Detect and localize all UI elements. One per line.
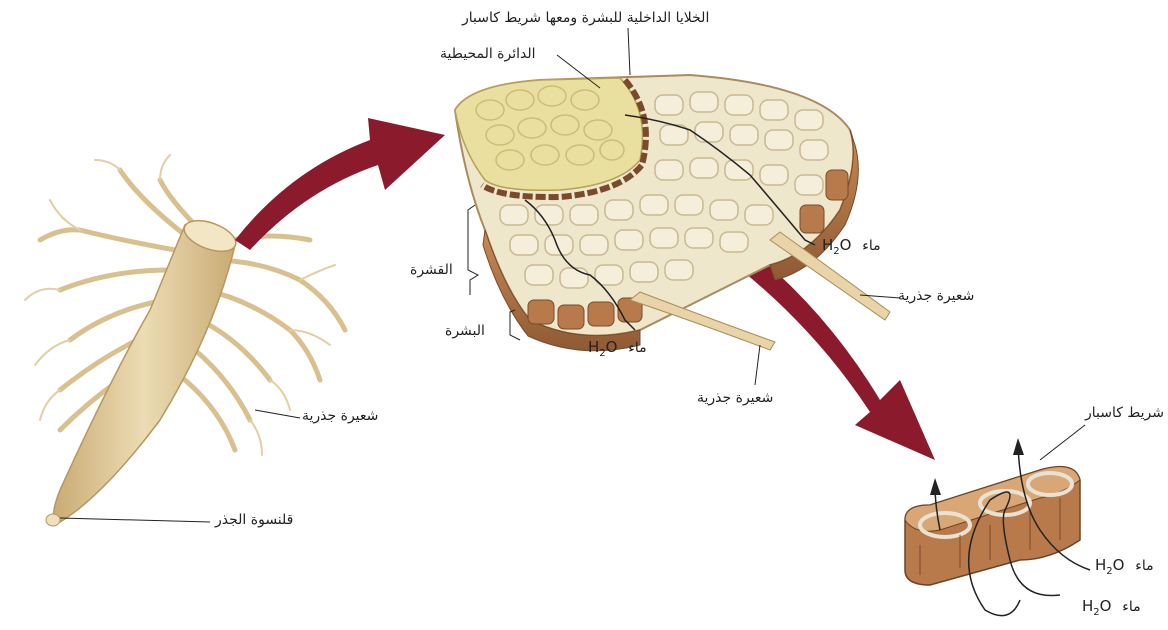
water-label-detail-bottom: H2O ماء	[1082, 597, 1141, 618]
water-label-detail-top: H2O ماء	[1095, 556, 1154, 577]
stele	[455, 78, 643, 190]
water-suffix: O	[840, 236, 852, 254]
water-symbol: H	[822, 236, 833, 254]
root-cross-section	[455, 75, 890, 351]
label-root-hair-bottom: شعيرة جذرية	[697, 390, 773, 406]
arrow-to-cross-section	[235, 118, 445, 250]
casparian-detail	[905, 438, 1090, 616]
water-word: ماء	[862, 238, 880, 254]
label-root-hair-right: شعيرة جذرية	[898, 288, 974, 304]
label-root-cap: قلنسوة الجذر	[215, 512, 293, 528]
water-word: ماء	[1135, 558, 1153, 574]
water-suffix: O	[1113, 556, 1125, 574]
water-label-middle: H2O ماء	[588, 338, 647, 359]
whole-root	[25, 155, 345, 526]
label-root-hair-main: شعيرة جذرية	[302, 408, 378, 424]
label-cortex: القشرة	[410, 262, 453, 278]
label-epidermis: البشرة	[445, 323, 485, 339]
root-cap-shape	[46, 514, 60, 526]
water-word: ماء	[1122, 599, 1140, 615]
water-symbol: H	[1082, 597, 1093, 615]
label-pericycle: الدائرة المحيطية	[440, 46, 536, 62]
label-casparian-strip: شريط كاسبار	[1085, 405, 1164, 421]
label-endodermis-casparian: الخلايا الداخلية للبشرة ومعها شريط كاسبا…	[462, 10, 709, 26]
water-suffix: O	[1100, 597, 1112, 615]
water-symbol: H	[588, 338, 599, 356]
water-symbol: H	[1095, 556, 1106, 574]
water-label-right: H2O ماء	[822, 236, 881, 257]
water-word: ماء	[628, 340, 646, 356]
water-suffix: O	[606, 338, 618, 356]
